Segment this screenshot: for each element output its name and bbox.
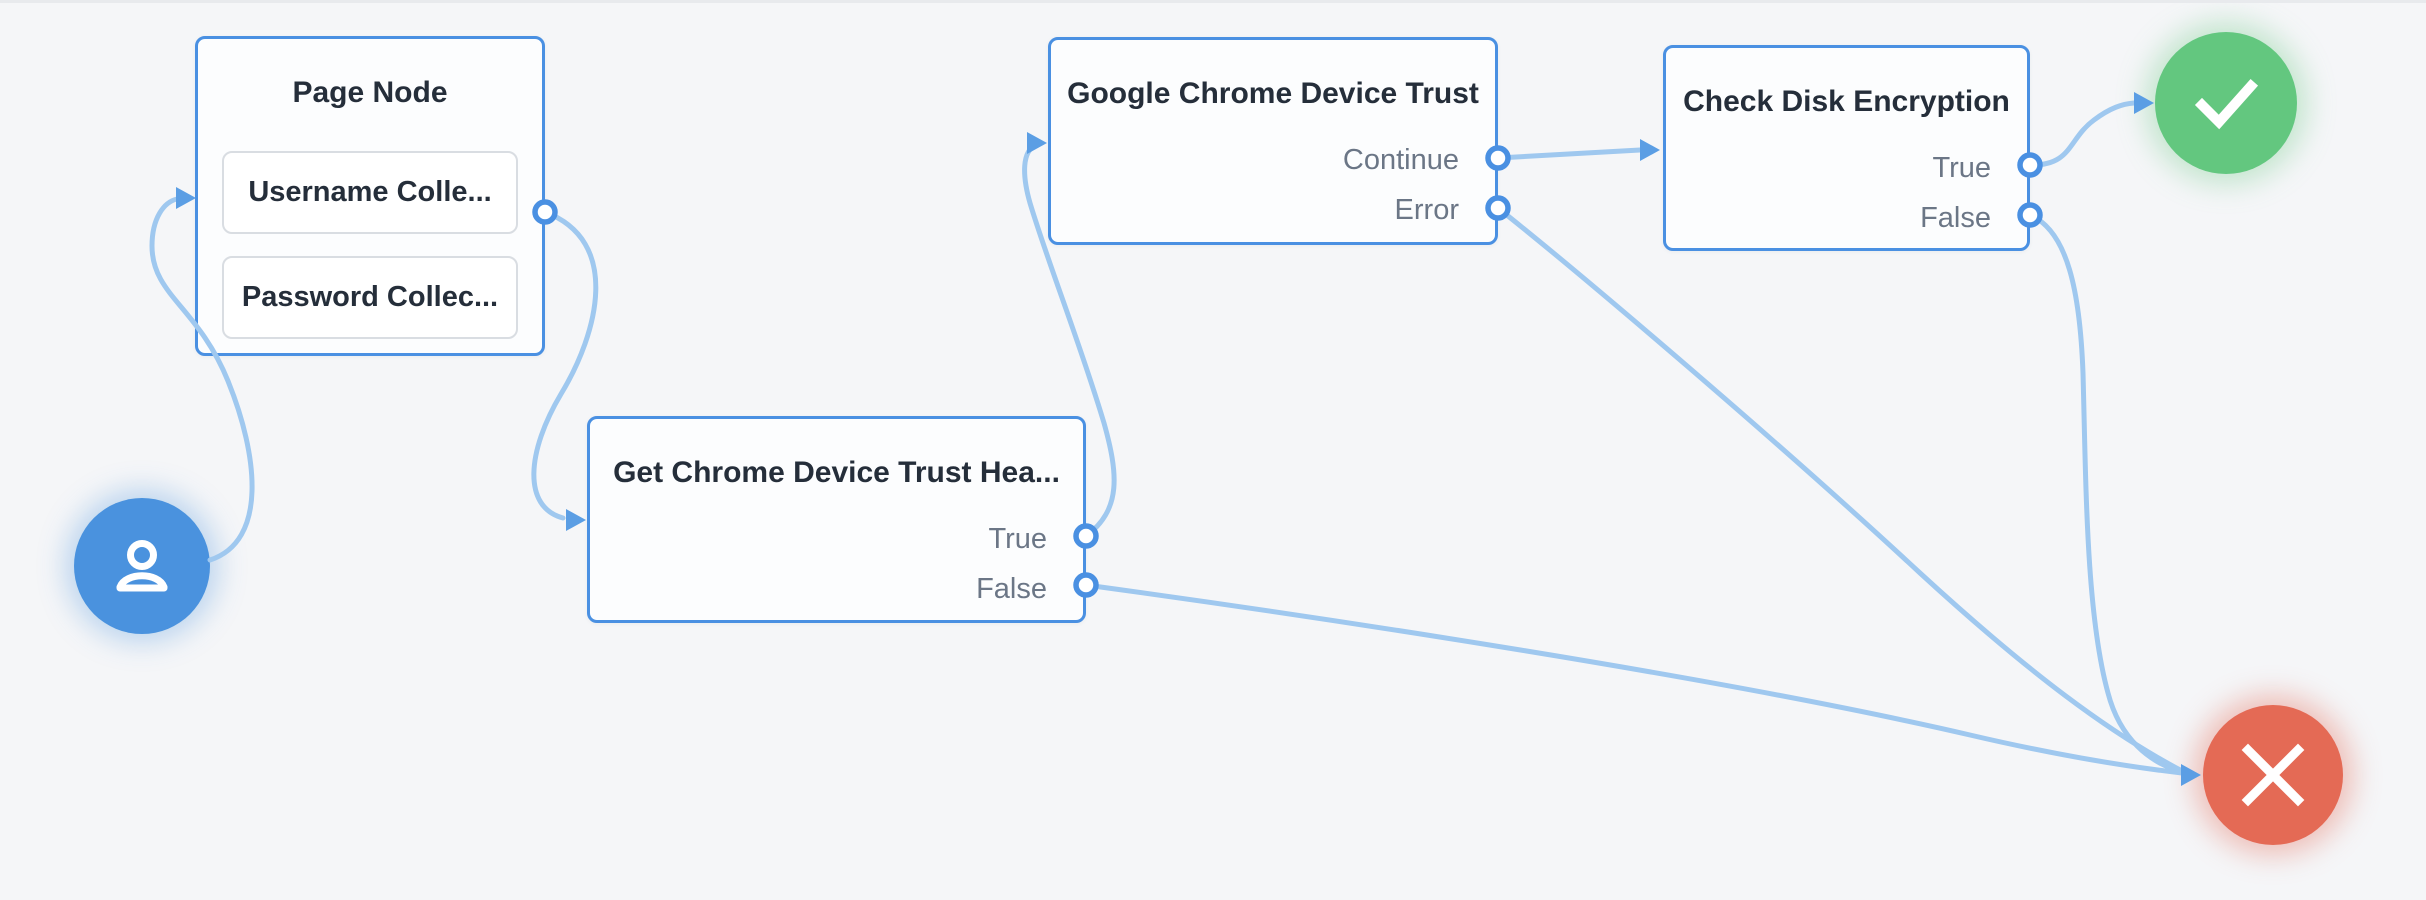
check-icon [2194,78,2259,130]
node-get-chrome-device-trust-header[interactable]: Get Chrome Device Trust Hea... True Fals… [587,416,1086,623]
arrowhead-page-node-input [176,187,196,209]
failure-node[interactable] [2203,705,2343,845]
field-username-collector[interactable]: Username Colle... [222,151,518,234]
node-check-disk-encryption[interactable]: Check Disk Encryption True False [1663,45,2030,251]
google-trust-output-continue: Continue [1342,144,1459,176]
arrowhead-google-trust-input [1027,132,1047,154]
get-chrome-title: Get Chrome Device Trust Hea... [613,456,1060,489]
success-node[interactable] [2155,32,2297,174]
arrowhead-check-disk-input [1640,139,1660,161]
arrowhead-failure-input [2181,764,2201,786]
edge-check-disk-false-to-failure [2027,212,2185,775]
arrowhead-success-input [2134,92,2154,114]
get-chrome-output-true: True [988,523,1047,555]
node-google-chrome-device-trust[interactable]: Google Chrome Device Trust Continue Erro… [1048,37,1498,245]
google-trust-output-error: Error [1394,194,1459,226]
edge-google-error-to-failure [1495,205,2185,774]
edge-google-continue-to-check-disk [1495,147,1643,161]
check-disk-title: Check Disk Encryption [1683,85,2010,118]
check-disk-output-false: False [1920,202,1991,234]
start-node[interactable] [74,498,210,634]
get-chrome-output-false: False [976,573,1047,605]
edge-check-disk-true-to-success [2027,100,2137,168]
arrowhead-get-chrome-input [566,509,586,531]
field-password-collector[interactable]: Password Collec... [222,256,518,339]
google-trust-title: Google Chrome Device Trust [1067,77,1479,110]
check-disk-output-true: True [1932,152,1991,184]
user-icon [116,540,168,592]
edge-get-chrome-false-to-failure [1083,582,2185,776]
x-icon [2241,743,2305,807]
node-page-node[interactable]: Page Node Username Colle... Password Col… [195,36,545,356]
page-node-title: Page Node [292,76,448,109]
